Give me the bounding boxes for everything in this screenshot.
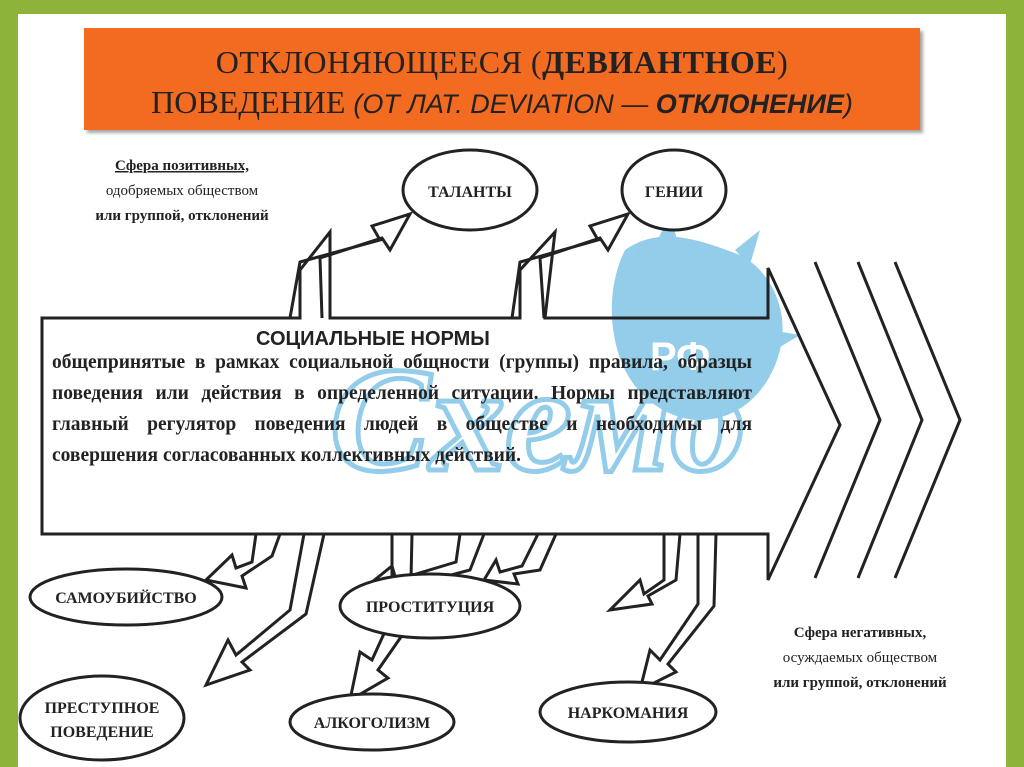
chevrons [813,261,962,579]
watermark: Схемо РФ [328,215,800,506]
chevron-2 [856,261,924,579]
suicide-label: САМОУБИЙСТВО [55,588,197,607]
drugs-label: НАРКОМАНИЯ [568,705,689,722]
positive-sphere-line-2: одобряемых обществом [106,183,259,199]
title-subtitle: (ОТ ЛАТ. DEVIATION — ОТКЛОНЕНИЕ) [353,89,853,119]
chevron-1 [813,261,882,579]
negative-sphere-line-2: осуждаемых обществом [783,650,938,666]
criminal-label-1: ПРЕСТУПНОЕ [45,700,160,717]
drugs-ellipse [538,680,718,744]
title-bold: ДЕВИАНТНОЕ [542,44,778,80]
title-line-2: ПОВЕДЕНИЕ (ОТ ЛАТ. DEVIATION — ОТКЛОНЕНИ… [84,84,920,121]
arrow-to-geniuses [510,211,632,319]
arrow-to-suicide [202,533,282,590]
criminal-ellipse [18,674,186,762]
arrow-to-talents [288,211,414,319]
suicide-ellipse [28,567,224,627]
arrow-to-criminal [203,533,326,688]
norms-arrow-outline [40,227,842,581]
watermark-splash [611,236,783,420]
chevron-3 [893,261,962,579]
negative-sphere-caption: Сфера негативных, осуждаемых обществом и… [773,625,947,691]
watermark-text: Схемо [330,337,746,503]
positive-sphere-caption: Сфера позитивных, одобряемых обществом и… [95,158,269,224]
title-banner: ОТКЛОНЯЮЩЕЕСЯ (ДЕВИАНТНОЕ) ПОВЕДЕНИЕ (ОТ… [84,28,920,130]
criminal-label-2: ПОВЕДЕНИЕ [50,724,153,741]
arrow-to-prostitution-right [481,533,558,586]
norms-title: СОЦИАЛЬНЫЕ НОРМЫ [256,328,490,350]
norms-text: общепринятые в рамках социальной общност… [52,352,752,466]
geniuses-label: ГЕНИИ [645,184,704,201]
subtitle-suffix: ) [843,89,853,119]
slide: ОТКЛОНЯЮЩЕЕСЯ (ДЕВИАНТНОЕ) ПОВЕДЕНИЕ (ОТ… [18,14,1006,767]
title-suffix: ) [777,44,789,80]
geniuses-ellipse [620,148,728,232]
prostitution-label: ПРОСТИТУЦИЯ [366,599,495,616]
negative-sphere-line-3: или группой, отклонений [773,675,947,691]
prostitution-ellipse [338,572,522,640]
up-arrows [288,211,632,319]
alcoholism-ellipse [288,692,456,752]
title-prefix: ОТКЛОНЯЮЩЕЕСЯ ( [215,44,543,80]
positive-sphere-line-1: Сфера позитивных, [115,158,249,174]
subtitle-prefix: (ОТ ЛАТ. DEVIATION — [353,89,656,119]
subtitle-bold: ОТКЛОНЕНИЕ [655,89,844,119]
title-main: ПОВЕДЕНИЕ [151,84,354,120]
title-line-1: ОТКЛОНЯЮЩЕЕСЯ (ДЕВИАНТНОЕ) [84,44,920,81]
watermark-badge: РФ [650,335,710,379]
positive-sphere-line-3: или группой, отклонений [95,208,269,224]
talents-ellipse [401,148,539,232]
arrow-to-prostitution-far [605,533,682,613]
talents-label: ТАЛАНТЫ [428,184,512,201]
negative-sphere-line-1: Сфера негативных, [794,625,927,641]
alcoholism-label: АЛКОГОЛИЗМ [314,715,430,732]
